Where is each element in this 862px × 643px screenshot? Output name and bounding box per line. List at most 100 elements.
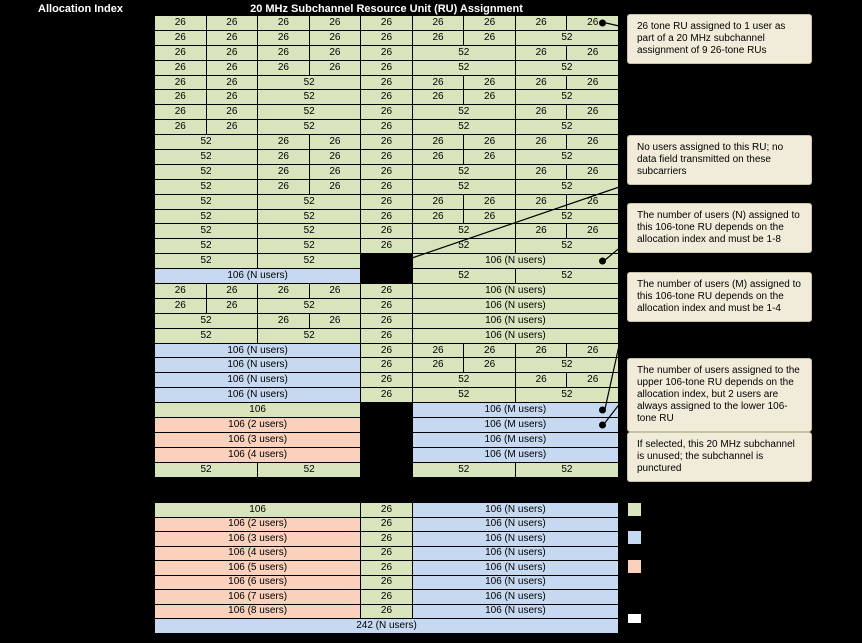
ru-cell-label: 26 — [484, 31, 496, 43]
ru-cell-label: 52 — [303, 329, 315, 341]
ru-cell: 26 — [361, 90, 412, 105]
callout-dot — [599, 406, 606, 414]
ru-cell-label: 52 — [303, 121, 315, 133]
ru-cell: 52 — [412, 105, 515, 120]
ru-cell-label: 52 — [561, 359, 573, 371]
ru-cell-label: 52 — [561, 91, 573, 103]
ru-cell-label: 26 — [174, 121, 186, 133]
ru-cell-label: 106 (4 users) — [228, 448, 288, 460]
ru-cell: 26 — [567, 16, 618, 30]
ru-cell: 52 — [155, 194, 258, 209]
ru-cell: 26 — [515, 75, 567, 90]
ru-cell-empty — [361, 403, 412, 418]
ru-cell: 52 — [412, 45, 515, 60]
ru-cell: 26 — [567, 373, 618, 388]
ru-cell-empty — [361, 447, 412, 462]
legend-swatch-pink — [628, 560, 641, 573]
ru-cell: 26 — [361, 150, 412, 164]
ru-cell-label: 106 (N users) — [485, 329, 546, 341]
ru-cell: 52 — [258, 75, 361, 90]
ru-cell-label: 26 — [484, 76, 496, 88]
ru-cell-label: 52 — [561, 180, 573, 192]
ru-cell-label: 26 — [587, 165, 599, 177]
ru-cell: 26 — [206, 120, 258, 135]
ru-row: 106 (4 users)106 (M users) — [155, 447, 618, 462]
ru-cell-label: 52 — [200, 165, 212, 177]
ru-cell-label: 52 — [458, 463, 470, 475]
ru-cell: 26 — [155, 284, 206, 298]
ru-cell: 52 — [155, 179, 258, 194]
ru-cell: 52 — [515, 388, 618, 403]
ru-cell: 26 — [361, 503, 412, 517]
ru-cell: 52 — [258, 90, 361, 105]
ru-cell-label: 26 — [174, 16, 186, 28]
ru-cell-label: 106 (N users) — [485, 576, 546, 588]
ru-cell-label: 26 — [432, 136, 444, 148]
ru-cell-label: 52 — [561, 150, 573, 162]
ru-cell-label: 106 (N users) — [227, 359, 288, 371]
ru-cell-label: 26 — [380, 389, 393, 401]
ru-cell-label: 26 — [432, 150, 444, 162]
ru-cell-label: 26 — [380, 359, 393, 371]
callout-26-tone-ru: 26 tone RU assigned to 1 user as part of… — [627, 14, 812, 64]
ru-cell: 26 — [567, 105, 618, 120]
ru-cell: 52 — [412, 224, 515, 239]
ru-cell-label: 26 — [329, 150, 341, 162]
ru-cell-label: 26 — [277, 16, 289, 28]
ru-cell: 26 — [258, 60, 309, 75]
ru-cell-label: 106 (N users) — [485, 314, 546, 326]
ru-cell-label: 26 — [587, 106, 599, 118]
ru-cell: 106 (7 users) — [155, 590, 361, 604]
ru-row — [155, 477, 618, 492]
ru-cell: 52 — [515, 179, 618, 194]
ru-cell: 26 — [464, 135, 515, 150]
ru-cell: 52 — [155, 313, 258, 328]
ru-cell-label: 26 — [587, 76, 599, 88]
ru-cell: 26 — [567, 224, 618, 239]
ru-cell-label: 26 — [380, 225, 393, 237]
ru-cell-label: 26 — [226, 76, 238, 88]
ru-cell: 26 — [206, 30, 258, 45]
ru-cell-label: 106 (N users) — [485, 532, 546, 544]
ru-cell-label: 106 (N users) — [485, 284, 546, 296]
ru-cell-label: 26 — [174, 91, 186, 103]
ru-cell-label: 26 — [277, 61, 289, 73]
ru-cell-label: 26 — [587, 344, 599, 356]
ru-cell: 26 — [464, 75, 515, 90]
ru-cell: 26 — [258, 30, 309, 45]
allocation-index-header: Allocation Index — [38, 3, 123, 15]
ru-cell-label: 26 — [380, 314, 393, 326]
ru-cell-label: 26 — [535, 195, 547, 207]
ru-cell-label: 26 — [277, 150, 289, 162]
legend-swatch-white — [628, 614, 641, 623]
ru-cell: 52 — [155, 254, 258, 269]
ru-cell-label: 52 — [200, 329, 212, 341]
ru-cell-label: 26 — [380, 16, 393, 28]
ru-cell: 242 (N users) — [155, 619, 618, 633]
ru-cell: 26 — [567, 194, 618, 209]
ru-cell-empty — [361, 269, 412, 284]
ru-cell-label: 52 — [561, 61, 573, 73]
ru-cell-label: 52 — [303, 210, 315, 222]
ru-cell: 52 — [515, 90, 618, 105]
ru-cell: 26 — [155, 120, 206, 135]
ru-cell-label: 106 (3 users) — [228, 532, 288, 544]
ru-cell-label: 52 — [458, 389, 470, 401]
ru-cell-label: 26 — [329, 136, 341, 148]
ru-cell: 52 — [515, 209, 618, 224]
ru-cell: 26 — [464, 209, 515, 224]
ru-cell: 26 — [567, 75, 618, 90]
ru-cell-label: 26 — [174, 31, 186, 43]
ru-cell-label: 26 — [484, 344, 496, 356]
ru-cell: 26 — [309, 313, 361, 328]
